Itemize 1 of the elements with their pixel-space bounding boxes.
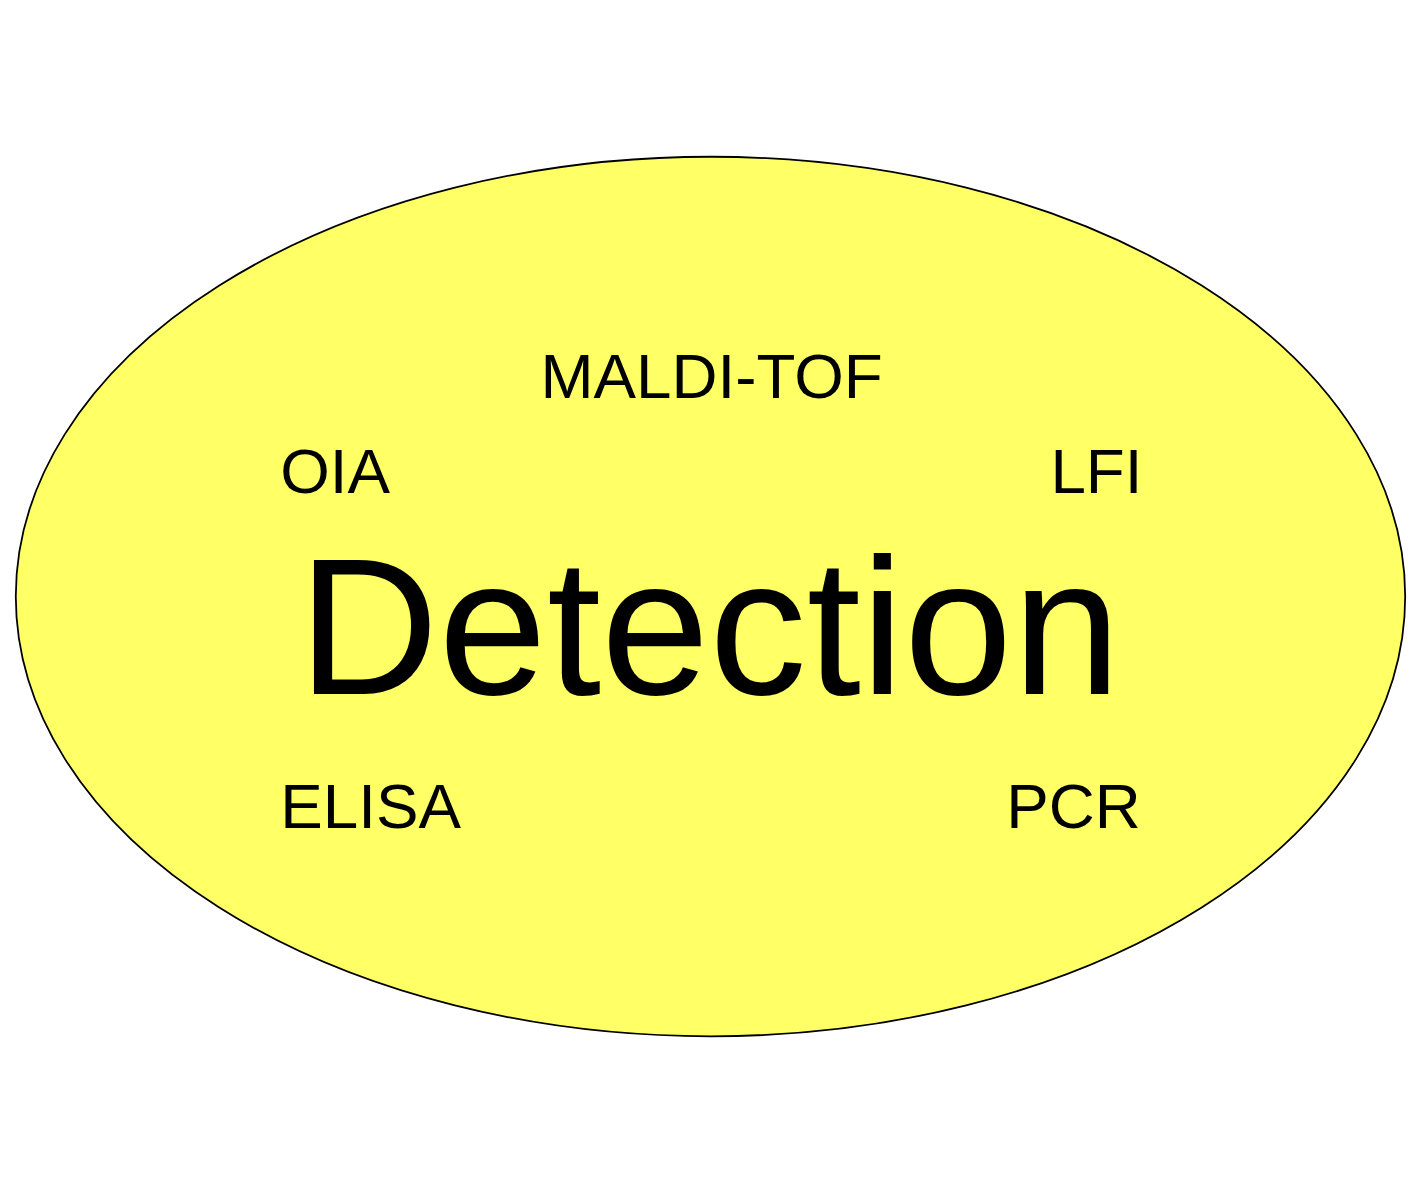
node-ellipse: MALDI-TOF OIA LFI Detection ELISA PCR [14, 155, 1407, 1038]
